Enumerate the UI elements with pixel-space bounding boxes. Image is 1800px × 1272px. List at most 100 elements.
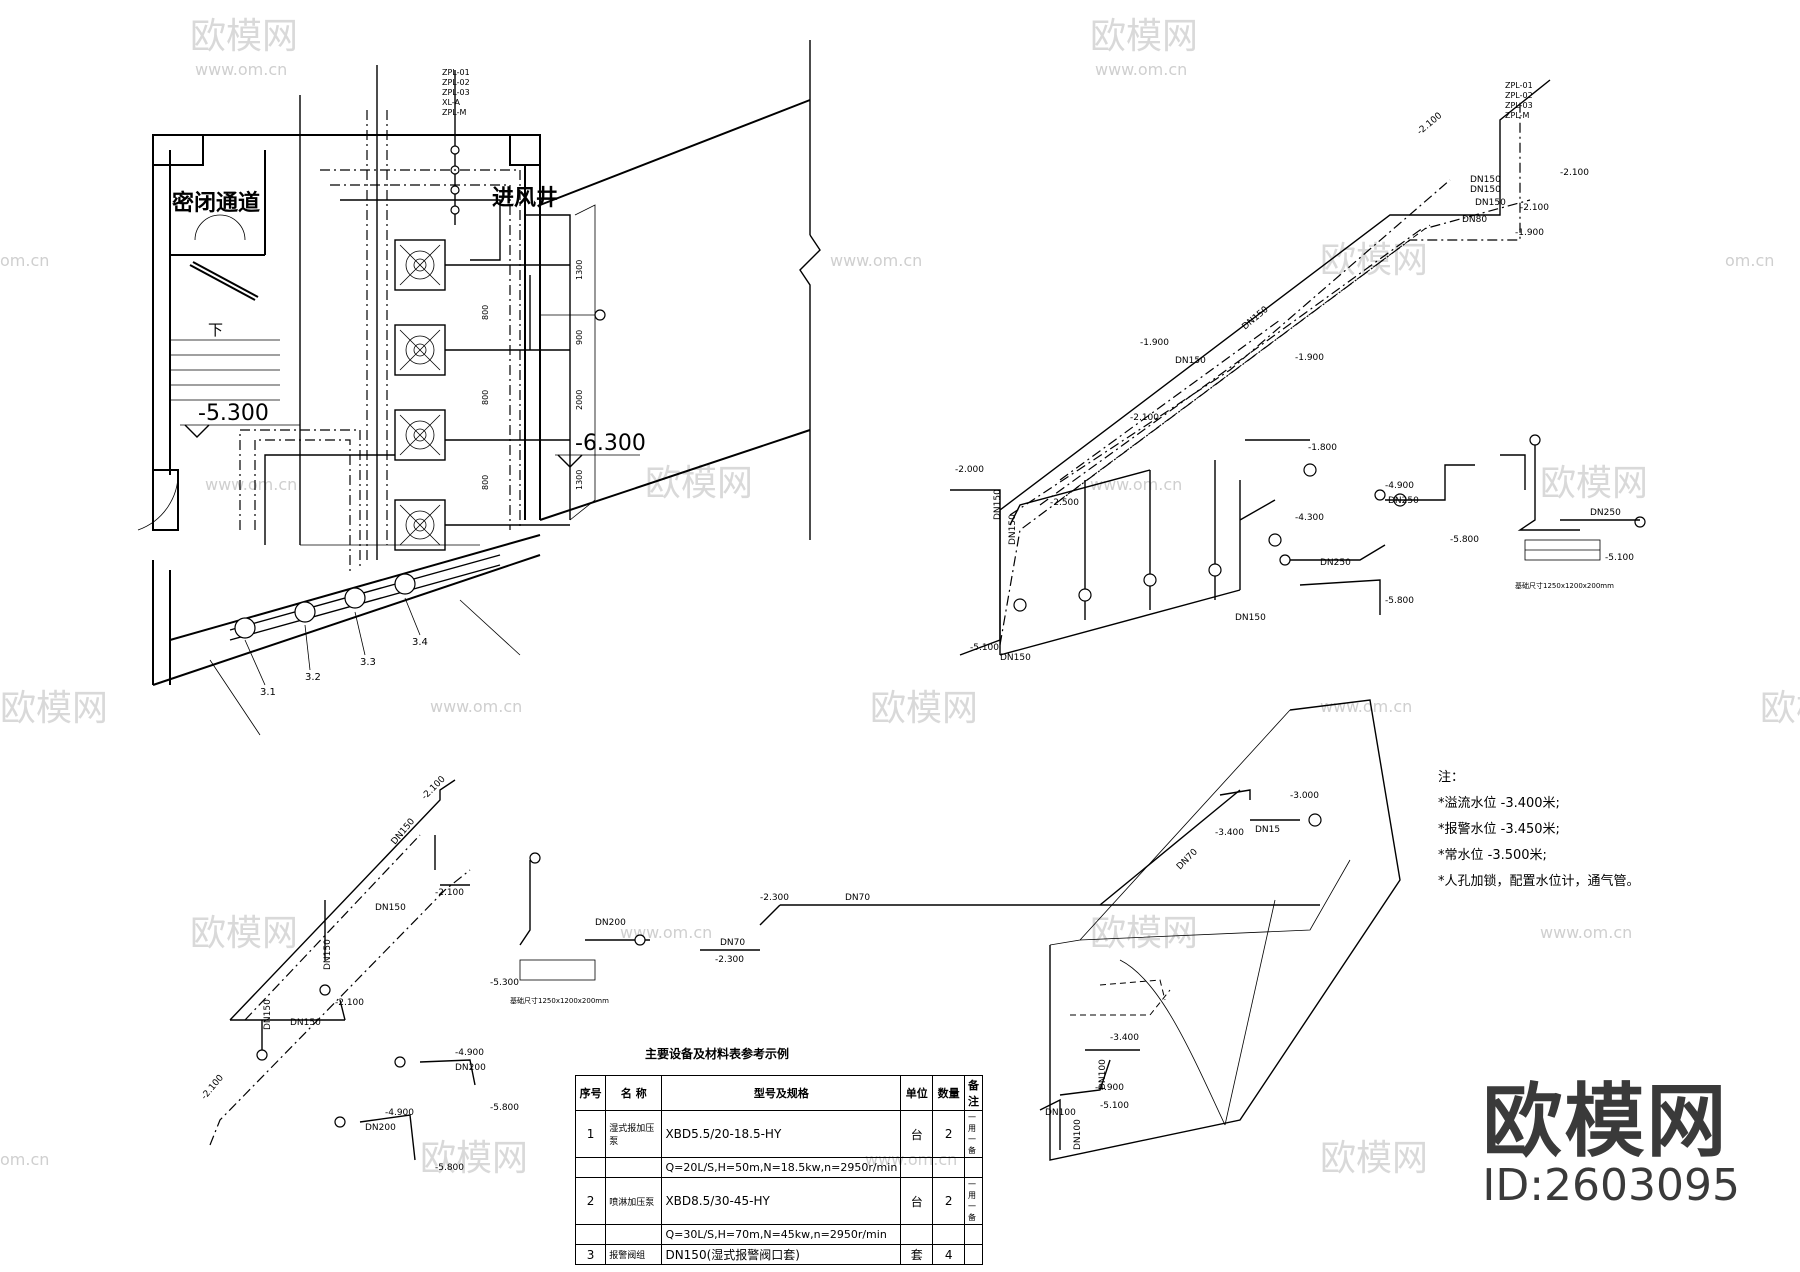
notes-title: 注： — [1438, 770, 1465, 785]
note-line: *人孔加锁，配置水位计，通气管。 — [1438, 874, 1640, 889]
elevation-label: -5.300 — [198, 401, 269, 426]
flange-icon — [234, 617, 256, 639]
dim-label: 1300 — [575, 470, 584, 490]
watermark-brand: 欧模网 — [1540, 463, 1648, 504]
iso-mid-elevations: -2.300 -2.300 -3.000 -3.400 -3.400 -4.90… — [715, 791, 1319, 1111]
table-header: 名 称 — [605, 1075, 663, 1111]
dim-label: 800 — [481, 475, 490, 490]
elevation-label: -5.800 — [435, 1163, 464, 1173]
elevation-label: -2.100 — [1130, 413, 1159, 423]
pipe-label: DN70 — [720, 938, 745, 948]
flange-icon — [294, 601, 316, 623]
pipe-label: DN150 — [1470, 185, 1501, 195]
table-cell — [964, 1157, 983, 1178]
elevation-label: -1.900 — [1515, 228, 1544, 238]
elevation-label: -4.900 — [455, 1048, 484, 1058]
table-header-row: 序号 名 称 型号及规格 单位 数量 备 注 — [574, 1075, 983, 1111]
elevation-label: -3.000 — [1290, 791, 1319, 801]
dim-label: 800 — [481, 390, 490, 405]
watermark-brand: 欧模网 — [1090, 913, 1198, 954]
watermark-url: www.om.cn — [430, 697, 522, 716]
table-cell: 一用一备 — [964, 1110, 983, 1158]
elevation-label: -2.100 — [435, 888, 464, 898]
elevation-label: -2.100 — [200, 1073, 226, 1102]
watermark-url: om.cn — [1725, 251, 1774, 270]
elevation-label: -5.800 — [490, 1103, 519, 1113]
table-cell: 2 — [932, 1177, 965, 1225]
elevation-label: -4.900 — [1095, 1083, 1124, 1093]
watermark-brand: 欧模网 — [190, 16, 298, 57]
iso-system-top: ZPL-01 ZPL-02 ZPL-03 ZPL-M DN150 DN150 D… — [950, 79, 1646, 663]
elevation-label: -3.400 — [1215, 828, 1244, 838]
watermark-brand: 欧模网 — [1760, 688, 1800, 729]
riser-tag: ZPL-03 — [442, 88, 470, 97]
watermark-brand: 欧模网 — [1090, 16, 1198, 57]
pump-tags: 3.1 3.2 3.3 3.4 — [260, 637, 428, 698]
foundation-pad — [519, 959, 596, 981]
watermark-url: www.om.cn — [205, 475, 297, 494]
dim-label: 900 — [575, 330, 584, 345]
note-line: *常水位 -3.500米; — [1438, 848, 1547, 863]
brand-stamp: 欧模网 ID:2603095 — [1482, 1081, 1740, 1210]
flange-icon — [394, 573, 416, 595]
elevation-label: -4.900 — [385, 1108, 414, 1118]
table-cell: Q=20L/S,H=50m,N=18.5kw,n=2950r/min — [661, 1157, 902, 1178]
watermark-url: www.om.cn — [1090, 475, 1182, 494]
pump-unit — [394, 324, 446, 376]
riser-tag: ZPL-01 — [1505, 81, 1533, 90]
table-cell: 一用一备 — [964, 1177, 983, 1225]
riser-tag: ZPL-02 — [442, 78, 470, 87]
watermark-layer: 欧模网 www.om.cn 欧模网 www.om.cn 欧模网 www.om.c… — [0, 16, 1800, 1179]
watermark-brand: 欧模网 — [1320, 1138, 1428, 1179]
elevation-label: -5.800 — [1450, 535, 1479, 545]
note-line: *溢流水位 -3.400米; — [1438, 796, 1560, 811]
riser-tags: ZPL-01 ZPL-02 ZPL-03 XL-A ZPL-M — [442, 68, 470, 117]
riser-tag: XL-A — [442, 98, 461, 107]
iso-tank: DN70 DN70 DN70 DN15 DN100 DN100 DN100 -2… — [700, 699, 1401, 1161]
riser-tag: ZPL-01 — [442, 68, 470, 77]
table-cell: 喷淋加压泵 — [605, 1177, 663, 1225]
table-cell: 台 — [900, 1177, 934, 1225]
pipe-label: DN150 — [290, 1018, 321, 1028]
pump-unit — [394, 239, 446, 291]
table-cell — [964, 1244, 983, 1265]
watermark-url: om.cn — [0, 251, 49, 270]
riser-tag: ZPL-02 — [1505, 91, 1533, 100]
pipe-label: DN150 — [993, 489, 1003, 520]
elevation-label: -5.100 — [970, 643, 999, 653]
watermark-url: www.om.cn — [1540, 923, 1632, 942]
pipe-label: DN150 — [375, 903, 406, 913]
elevation-label: -5.300 — [490, 978, 519, 988]
watermark-url: www.om.cn — [1320, 697, 1412, 716]
watermark-url: www.om.cn — [195, 60, 287, 79]
pipe-label: DN100 — [1073, 1119, 1083, 1150]
watermark-url: www.om.cn — [1095, 60, 1187, 79]
elevation-label: -1.900 — [1295, 353, 1324, 363]
pipe-label: DN150 — [1175, 356, 1206, 366]
iso-top-riser-tags: ZPL-01 ZPL-02 ZPL-03 ZPL-M — [1505, 81, 1533, 120]
pipe-label: DN70 — [1175, 847, 1200, 872]
foundation-label: 基础尺寸1250x1200x200mm — [1515, 581, 1614, 590]
table-cell — [605, 1224, 663, 1245]
table-cell: XBD5.5/20-18.5-HY — [661, 1110, 902, 1158]
elevation-label: -5.100 — [1605, 553, 1634, 563]
riser-tag: ZPL-03 — [1505, 101, 1533, 110]
watermark-url: www.om.cn — [830, 251, 922, 270]
pump-unit — [394, 499, 446, 551]
riser-tag: ZPL-M — [1505, 111, 1530, 120]
elevation-label: -2.100 — [1520, 203, 1549, 213]
table-row: 1 湿式报加压泵 XBD5.5/20-18.5-HY 台 2 一用一备 — [574, 1110, 983, 1158]
pipe-label: DN100 — [1098, 1059, 1108, 1090]
table-row: Q=30L/S,H=70m,N=45kw,n=2950r/min — [574, 1224, 983, 1245]
pipe-label: DN80 — [1462, 215, 1487, 225]
pipe-label: DN150 — [323, 939, 333, 970]
iso-top-elevations: -2.100 -2.100 -2.100 -1.900 -1.900 -1.90… — [955, 111, 1634, 653]
pump-tag: 3.4 — [412, 637, 428, 648]
pipe-label: DN250 — [1388, 496, 1419, 506]
table-cell: XBD8.5/30-45-HY — [661, 1177, 902, 1225]
pump-room-plan: 密闭通道 进风井 下 -5.300 -6.300 ZPL-01 ZPL-02 Z… — [137, 40, 821, 736]
table-row: Q=20L/S,H=50m,N=18.5kw,n=2950r/min — [574, 1157, 983, 1178]
table-cell: Q=30L/S,H=70m,N=45kw,n=2950r/min — [661, 1224, 902, 1245]
elevation-label: -4.300 — [1295, 513, 1324, 523]
